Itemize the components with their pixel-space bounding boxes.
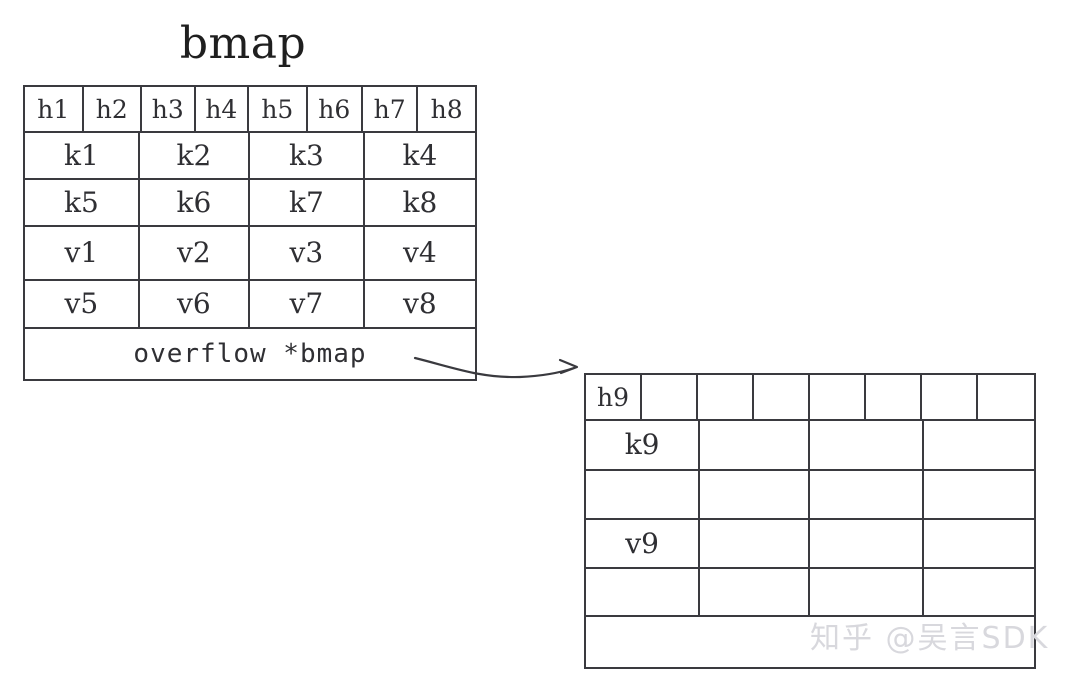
key-row-ov-0: k9 bbox=[586, 421, 1034, 471]
tophash-ov-cell-2 bbox=[698, 375, 754, 419]
tophash-ov-cell-1 bbox=[642, 375, 698, 419]
tophash-ov-cell-3 bbox=[754, 375, 810, 419]
overflow-pointer-label: overflow *bmap bbox=[133, 339, 367, 369]
key-row-1: k5 k6 k7 k8 bbox=[25, 180, 475, 227]
tophash-cell-5: h6 bbox=[308, 87, 363, 131]
diagram-title: bmap bbox=[179, 18, 307, 69]
tophash-ov-cell-4 bbox=[810, 375, 866, 419]
key-cell-1-1: k6 bbox=[140, 180, 250, 225]
value-cell-1-0: v5 bbox=[25, 281, 140, 327]
value-row-ov-0: v9 bbox=[586, 520, 1034, 569]
tophash-ov-cell-5 bbox=[866, 375, 922, 419]
key-cell-0-0: k1 bbox=[25, 133, 140, 178]
tophash-cell-6: h7 bbox=[363, 87, 419, 131]
value-cell-0-2: v3 bbox=[250, 227, 365, 279]
tophash-cell-0: h1 bbox=[25, 87, 84, 131]
key-cell-0-1: k2 bbox=[140, 133, 250, 178]
overflow-pointer-row: overflow *bmap bbox=[25, 329, 475, 379]
tophash-ov-cell-6 bbox=[922, 375, 978, 419]
value-ov-cell-1-2 bbox=[810, 569, 925, 615]
value-ov-cell-0-2 bbox=[810, 520, 925, 567]
value-cell-1-2: v7 bbox=[250, 281, 365, 327]
key-ov-cell-0-3 bbox=[924, 421, 1034, 469]
key-ov-cell-0-1 bbox=[700, 421, 810, 469]
tophash-cell-7: h8 bbox=[430, 94, 463, 124]
value-row-0: v1 v2 v3 v4 bbox=[25, 227, 475, 281]
key-ov-cell-0-2 bbox=[810, 421, 925, 469]
bmap-bucket-overflow: h9 k9 v9 bbox=[584, 373, 1036, 669]
value-ov-cell-0-3 bbox=[924, 520, 1034, 567]
key-cell-1-2: k7 bbox=[250, 180, 365, 225]
tophash-ov-cell-7 bbox=[978, 375, 1034, 419]
key-cell-0-3: k4 bbox=[402, 138, 438, 172]
key-ov-cell-1-3 bbox=[924, 471, 1034, 518]
tophash-cell-3: h4 bbox=[196, 87, 250, 131]
tophash-cell-1: h2 bbox=[84, 87, 142, 131]
key-cell-0-2: k3 bbox=[250, 133, 365, 178]
arrow-head-icon bbox=[558, 358, 579, 375]
key-ov-cell-1-1 bbox=[700, 471, 810, 518]
value-ov-cell-1-0 bbox=[586, 569, 701, 615]
key-ov-cell-0-0: k9 bbox=[586, 421, 701, 469]
value-row-ov-1 bbox=[586, 569, 1034, 617]
key-cell-1-3: k8 bbox=[402, 185, 438, 219]
watermark: 知乎 @吴言SDK bbox=[810, 621, 1050, 656]
tophash-cell-4: h5 bbox=[249, 87, 308, 131]
tophash-row: h1 h2 h3 h4 h5 h6 h7 h8 bbox=[25, 87, 475, 133]
value-cell-0-0: v1 bbox=[25, 227, 140, 279]
key-row-0: k1 k2 k3 k4 bbox=[25, 133, 475, 180]
bmap-bucket-primary: h1 h2 h3 h4 h5 h6 h7 h8 k1 k2 k3 k4 k5 k… bbox=[23, 85, 477, 381]
value-cell-1-3: v8 bbox=[403, 287, 437, 320]
value-cell-0-1: v2 bbox=[140, 227, 250, 279]
key-row-ov-1 bbox=[586, 471, 1034, 520]
value-ov-cell-1-1 bbox=[700, 569, 810, 615]
key-ov-cell-1-2 bbox=[810, 471, 925, 518]
tophash-ov-cell-0: h9 bbox=[586, 375, 642, 419]
tophash-cell-2: h3 bbox=[142, 87, 196, 131]
value-row-1: v5 v6 v7 v8 bbox=[25, 281, 475, 329]
value-cell-0-3: v4 bbox=[403, 236, 437, 269]
value-ov-cell-0-0: v9 bbox=[586, 520, 701, 567]
value-ov-cell-0-1 bbox=[700, 520, 810, 567]
value-cell-1-1: v6 bbox=[140, 281, 250, 327]
tophash-row-overflow: h9 bbox=[586, 375, 1034, 421]
key-cell-1-0: k5 bbox=[25, 180, 140, 225]
key-ov-cell-1-0 bbox=[586, 471, 701, 518]
value-ov-cell-1-3 bbox=[924, 569, 1034, 615]
